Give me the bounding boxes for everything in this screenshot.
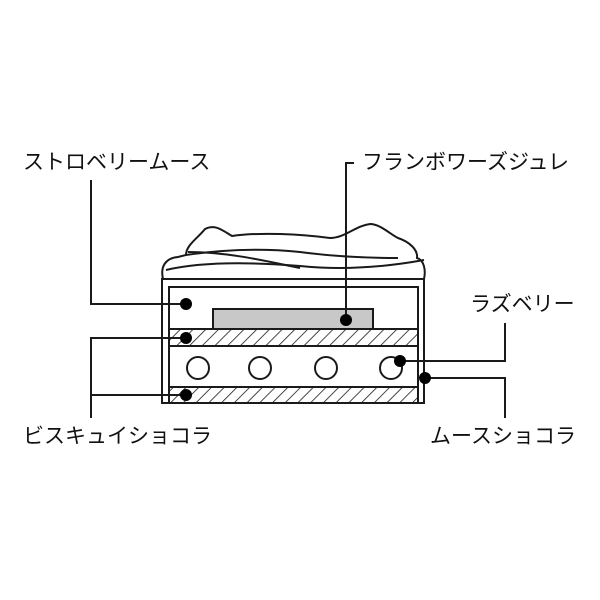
raspberry-circle (314, 356, 338, 380)
marker-dot (394, 355, 406, 367)
raspberry-circle (379, 356, 403, 380)
marker-dot (180, 298, 192, 310)
raspberry-circle (248, 356, 272, 380)
leader-raspberry (400, 323, 506, 362)
leader-biscuit (90, 337, 186, 418)
label-biscuit-chocolat: ビスキュイショコラ (23, 424, 212, 448)
label-framboise-jelly: フランボワーズジュレ (362, 150, 570, 174)
marker-dot (340, 314, 352, 326)
raspberry-circle (186, 356, 210, 380)
label-raspberry: ラズベリー (470, 292, 575, 316)
marker-dot (180, 332, 192, 344)
label-mousse-chocolat: ムースショコラ (430, 424, 576, 448)
leader-framboise (345, 162, 354, 320)
biscuit-layer-bottom (168, 386, 419, 404)
leader-mousse-chocolat (425, 377, 506, 418)
biscuit-layer-top (168, 328, 419, 347)
marker-dot (419, 372, 431, 384)
label-strawberry-mousse: ストロベリームース (23, 150, 211, 174)
leader-strawberry (90, 180, 186, 305)
marker-dot (180, 389, 192, 401)
